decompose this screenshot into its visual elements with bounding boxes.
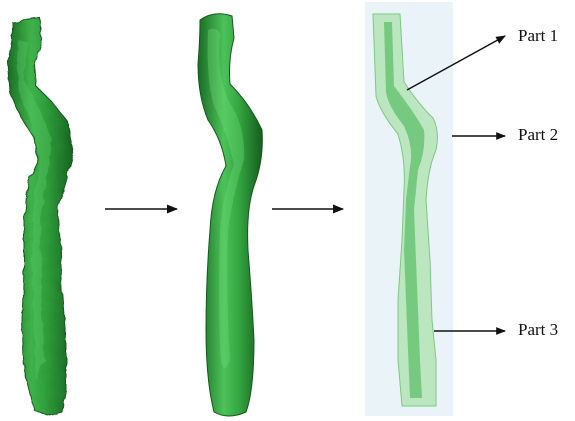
segmented-translucent-vessel-model [365, 2, 453, 416]
label-part-3: Part 3 [518, 320, 558, 340]
smoothed-vessel-model [198, 14, 262, 416]
rough-vessel-model [8, 18, 74, 416]
label-part-2: Part 2 [518, 125, 558, 145]
label-part-1: Part 1 [518, 26, 558, 46]
